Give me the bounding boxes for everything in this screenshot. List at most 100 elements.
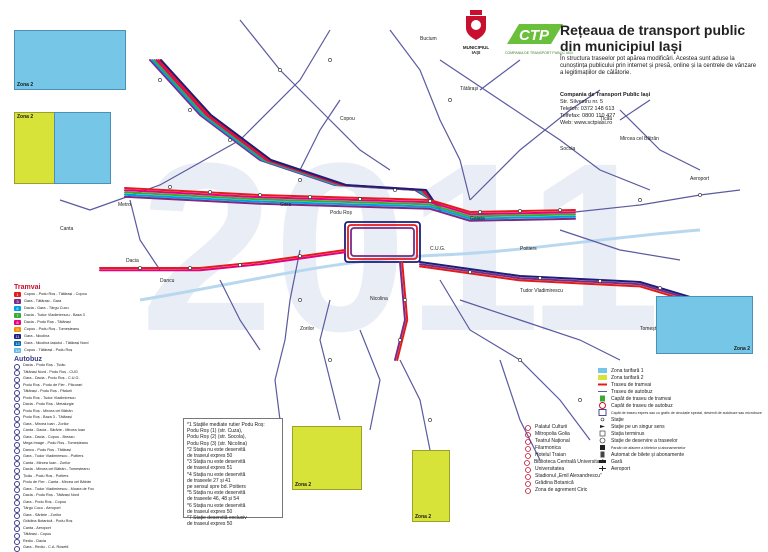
legend-item: Zona tarifară 1 [598,367,760,375]
legend-item: Aeroport [598,465,760,473]
tram-line-path [160,59,441,212]
stop-note-line: de traseul expres 50 [187,508,233,515]
landmark-label: Hotelul Traian [535,452,566,458]
bus-line-marker [14,493,20,500]
legend-item: Zona tarifară 2 [598,374,760,382]
bus-line-path [299,99,341,171]
stop-marker [328,58,332,62]
stop-note-line: Podu Roș (1) (str. Cuza), [187,428,243,435]
bus-line-route: Tătărași Nord - Podu Roș - CUG [23,369,78,374]
bus-line-route: Podu Roș - Tudor Vladimirescu [23,395,76,400]
bus-line-marker [14,402,20,409]
bus-line-route: Gara - Tudor Vladimirescu - Moara de Foc [23,486,95,491]
stop-marker [638,198,642,202]
bus-line-path [239,19,391,171]
landmark-icon [524,487,532,494]
coat-of-arms-icon [466,10,486,40]
stop-marker [478,210,482,214]
legend-item-label: Stație de deservire a traseelor [611,438,678,444]
zone-box-west-zone2: Zona 2 [14,112,56,184]
bus-line-path [319,299,341,421]
tram-line-badge: 14 [14,348,21,353]
tram-line-path [124,193,576,220]
station-label: Poitiers [520,246,537,252]
bus-line-route: Canta - Dacia - Sărărie - Mircea Ioan [23,428,86,432]
station-label: Gara [280,202,291,208]
zone-box-east: Zona 2 [656,296,753,354]
tram-line-path [99,249,346,269]
tram-line-route: Dacia - Tudor Vladimirescu - Baza 3 [24,313,85,317]
station-label: Tomești [640,326,657,332]
bus-line-route: Țicău - Podu Roș - Poitiers [23,473,69,478]
landmark-icon [524,459,531,466]
landmark-legend-item: Grădina Botanică [524,480,604,487]
bus-line-item: Dacia - Podu Roș - Metalurgie [14,402,184,409]
landmark-label: Biblioteca Centrală Universitară [533,459,604,465]
bus-line-marker [14,389,20,396]
station-label: Nicolina [370,296,388,302]
bus-line-route: Rediu - Dacia [23,538,47,543]
bus-line-route: Podu Roș - Podu de Fier - Păcurari [23,382,83,387]
station-label: C.U.G. [430,246,445,252]
bus-line-route: Târgu Cucu - Aeroport [23,506,61,510]
bus-line-item: Dacia - Podu Roș - Tătărași Nord [14,493,184,500]
stop-note-line: *2 Stația nu este deservită [187,446,246,453]
landmark-legend-item: Universitatea [524,466,604,473]
zone-label: Zona 2 [415,514,432,520]
tram-line-badge: 3 [14,299,21,304]
stop-marker [428,418,432,422]
bus-line-item: Gara - Sărărie - Zorilor [14,513,184,519]
page-title: Rețeaua de transport public din municipi… [560,22,746,54]
bus-line-marker [14,526,20,532]
landmark-legend-item: Mitropolia Golia [524,431,604,438]
stop-marker [398,338,402,342]
company-info: Compania de Transport Public Iași Str. S… [560,92,651,126]
tram-loop [350,227,415,257]
stop-note-line: de traseul expres 51 [187,465,233,472]
bus-line-path [559,229,681,261]
legend-item: Traseu de tramvai [598,382,760,389]
station-label: Mircea cel Bătrân [620,136,659,142]
landmark-label: Palatul Culturii [535,424,568,430]
stop-marker [698,193,702,197]
capx-icon [598,408,608,419]
stop-notes-box: *1 Stațiile mediate rutier Podu Roș:Podu… [183,418,283,527]
bus-line-route: Grădina Botanică - Podu Roș [23,519,73,523]
stop-marker [258,193,262,197]
bus-line-item: Gara - Podu Roș - Copou [14,499,184,506]
stop-marker [658,286,662,290]
bus-line-item: Gara - Dacia - Podu Roș - C.U.G. [14,376,184,383]
bus-line-route: Gara - Podu Roș - Copou [23,499,67,504]
bus-line-item: Târgu Cucu - Aeroport [14,506,184,513]
zone-box-south: Zona 2 [292,426,362,490]
stop-marker [168,185,172,189]
tram-line-route: Dacia - Podu Roș - Tătărași [24,320,71,324]
bus-line-item: Gara - Rediu - C.A. Rosetti [14,545,184,552]
bus-line-marker [14,461,20,467]
stop-note-line: *6 Stația nu este deservită [187,502,246,509]
info-notice: În structura traseelor pot apărea modifi… [560,56,757,76]
legend-item-label: Parcări de afacere a biletelor și abonam… [611,446,686,450]
landmark-icon [524,445,532,452]
bus-line-item: Canta - Aeroport [14,526,184,532]
legend-item-label: Traseu de tramvai [611,382,652,388]
stop1-icon [598,423,608,433]
legend-item: Stația terminus [598,430,760,438]
legend-item: Capăt de traseu de autobuz [598,401,760,410]
stop-marker [393,188,397,192]
station-label: Tudor Vladimirescu [520,288,563,294]
legend-item-label: Stație pe un singur sens [611,424,665,430]
landmark-label: Teatrul Național [535,438,570,444]
landmark-icon [524,431,532,438]
bus-line-marker [14,428,20,435]
landmark-icon [524,466,532,473]
station-label: Tătărași [460,86,478,92]
bus-line-marker [14,370,20,376]
stop-marker [298,254,302,258]
tram-line-badge: 9 [14,327,21,332]
station-label: Metro [118,202,131,208]
